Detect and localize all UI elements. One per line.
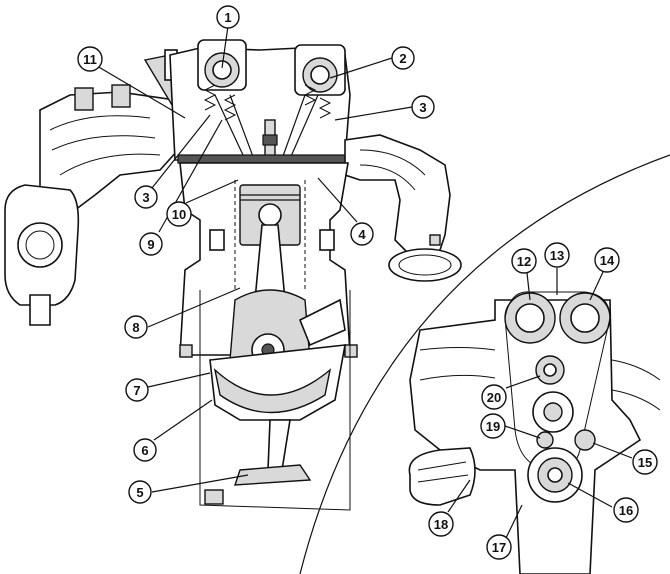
- intake-manifold: [4, 84, 179, 326]
- inset-oil-filter: [408, 447, 476, 506]
- svg-text:8: 8: [132, 320, 139, 335]
- svg-text:6: 6: [141, 443, 148, 458]
- svg-text:15: 15: [638, 455, 652, 470]
- callout-3-left: 3: [134, 185, 158, 209]
- svg-text:7: 7: [133, 383, 140, 398]
- callout-2: 2: [391, 46, 415, 70]
- callout-5: 5: [128, 480, 152, 504]
- callout-4: 4: [350, 222, 374, 246]
- svg-text:9: 9: [147, 237, 154, 252]
- exhaust-manifold: [344, 134, 462, 282]
- svg-text:18: 18: [434, 517, 448, 532]
- callouts: 1 2 3 3 4 5 6 7 8 9 10 11 12 13 14 15 16…: [77, 5, 658, 560]
- callout-17: 17: [486, 534, 512, 560]
- svg-text:16: 16: [619, 503, 633, 518]
- inset-idler-pulley: [574, 429, 596, 451]
- svg-text:20: 20: [487, 390, 501, 405]
- timing-belt-inset: [299, 154, 670, 574]
- callout-9: 9: [139, 232, 163, 256]
- callout-6: 6: [133, 438, 157, 462]
- svg-text:13: 13: [550, 248, 564, 263]
- svg-text:3: 3: [142, 190, 149, 205]
- svg-text:12: 12: [517, 254, 531, 269]
- svg-text:10: 10: [172, 207, 186, 222]
- callout-20: 20: [481, 384, 507, 410]
- callout-3-right: 3: [411, 95, 435, 119]
- svg-text:2: 2: [399, 51, 406, 66]
- inset-divider-arc: [299, 154, 670, 574]
- svg-text:5: 5: [136, 485, 143, 500]
- callout-1: 1: [216, 5, 240, 29]
- svg-text:17: 17: [492, 540, 506, 555]
- svg-text:19: 19: [486, 419, 500, 434]
- callout-13: 13: [544, 242, 570, 268]
- callout-19: 19: [480, 413, 506, 439]
- callout-7: 7: [125, 378, 149, 402]
- svg-text:11: 11: [83, 52, 97, 67]
- cylinder-block: [179, 162, 358, 371]
- callout-18: 18: [428, 511, 454, 537]
- callout-11: 11: [77, 46, 103, 72]
- callout-16: 16: [613, 497, 639, 523]
- oil-sump: [199, 290, 351, 511]
- callout-12: 12: [511, 248, 537, 274]
- cross-section-view: [4, 39, 462, 511]
- leader-lines: [96, 25, 633, 539]
- svg-text:3: 3: [419, 100, 426, 115]
- callout-8: 8: [124, 315, 148, 339]
- callout-14: 14: [594, 247, 620, 273]
- callout-10: 10: [166, 201, 192, 227]
- svg-text:1: 1: [224, 10, 231, 25]
- svg-text:4: 4: [358, 227, 366, 242]
- callout-15: 15: [632, 449, 658, 475]
- svg-text:14: 14: [600, 253, 615, 268]
